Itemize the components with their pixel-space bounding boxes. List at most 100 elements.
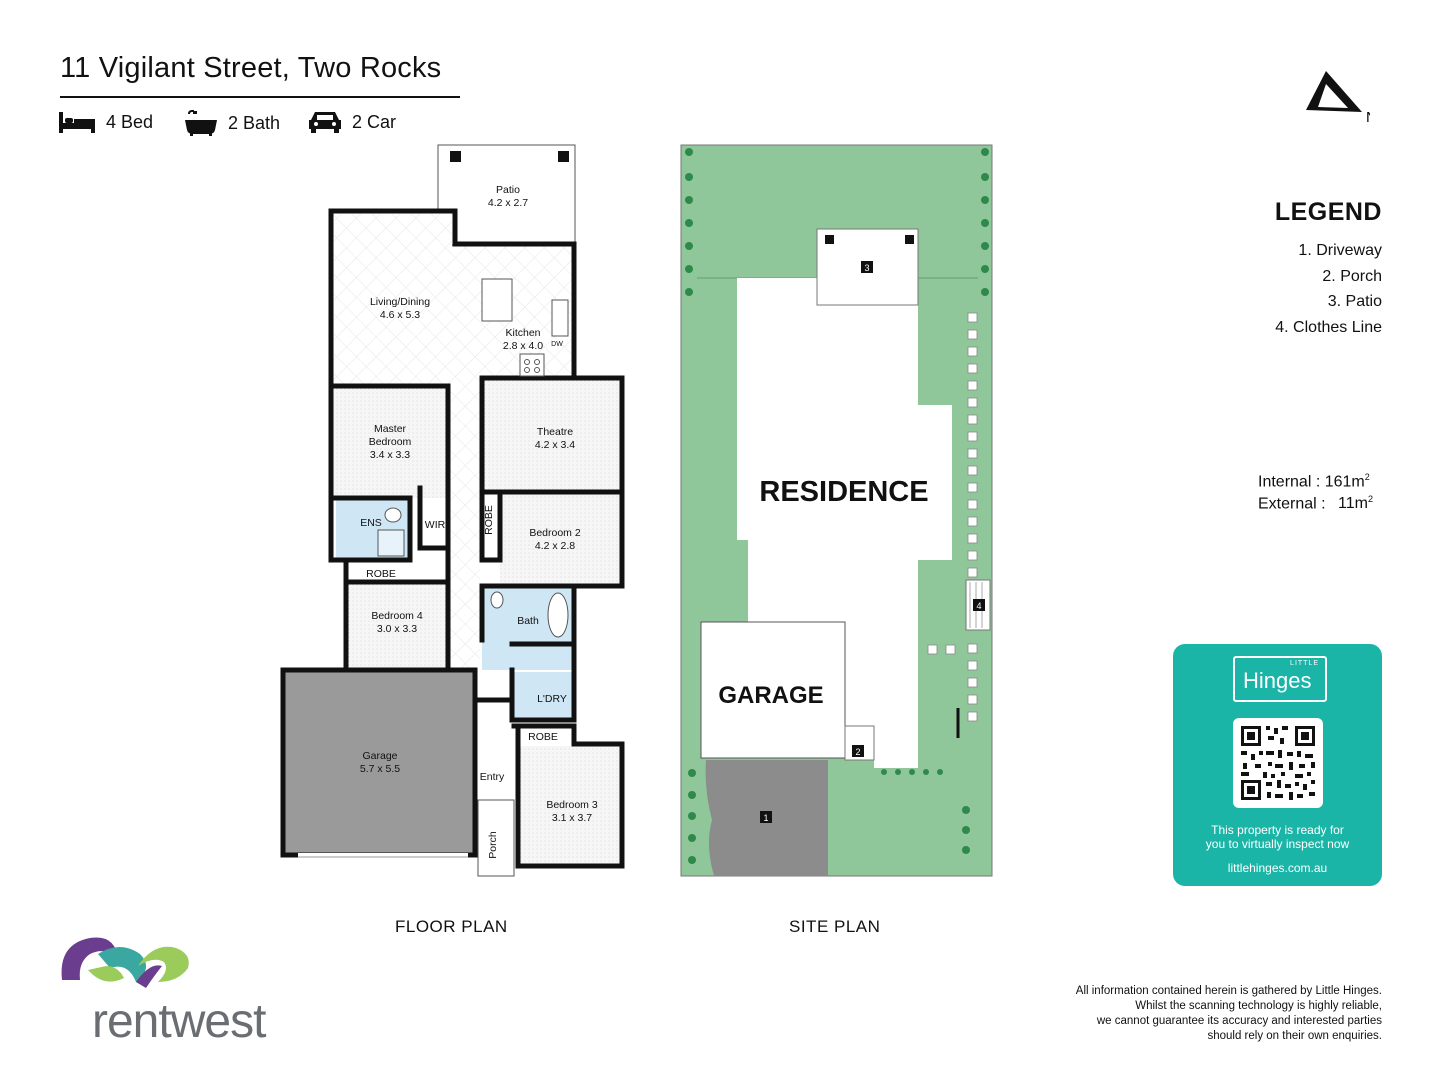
- floor-plan: Patio 4.2 x 2.7 Living/Dining 4.6 x 5.3 …: [280, 144, 625, 877]
- laundry-floor: [512, 672, 574, 720]
- rentwest-swirl-icon: [61, 937, 189, 988]
- legend-item-patio: 3. Patio: [1327, 293, 1382, 310]
- wall: [452, 241, 577, 381]
- wir-label: WIR: [425, 519, 446, 531]
- internal-area-label: Internal: [1258, 473, 1312, 491]
- marker-clothes-line-label: 4: [976, 601, 981, 611]
- marker-patio: [861, 261, 873, 273]
- title-divider: [60, 96, 460, 98]
- master-label-1: Master: [374, 423, 407, 435]
- feature-bathrooms: 2 Bath: [184, 110, 280, 136]
- bedroom4-size: 3.0 x 3.3: [377, 623, 417, 635]
- feature-car-label: 2 Car: [352, 111, 397, 132]
- rentwest-wordmark: rentwest: [92, 995, 266, 1048]
- rentwest-logo-mark: [58, 932, 193, 997]
- disclaimer-line1: All information contained herein is gath…: [1075, 985, 1382, 997]
- wall: [280, 667, 478, 858]
- virtual-tour-text-line2: you to virtually inspect now: [1205, 837, 1350, 851]
- dishwasher-label: DW: [551, 341, 563, 348]
- internal-area-unit: 2: [1364, 472, 1370, 482]
- virtual-tour-link[interactable]: littlehinges.com.au: [1227, 861, 1328, 875]
- compass-north-label: N: [1366, 109, 1370, 126]
- kitchen-label: Kitchen: [505, 327, 540, 339]
- patio-post: [905, 235, 914, 244]
- site-plan-caption: SITE PLAN: [789, 917, 881, 936]
- residence-label: RESIDENCE: [759, 476, 928, 508]
- feature-bed-label: 4 Bed: [106, 111, 154, 132]
- cooktop-burner: [524, 359, 530, 365]
- external-area-value: 11m: [1338, 495, 1368, 513]
- ensuite-label: ENS: [360, 517, 382, 529]
- master-size: 3.4 x 3.3: [370, 449, 410, 461]
- wall: [328, 383, 451, 673]
- virtual-tour-text: This property is ready for you to virtua…: [1173, 823, 1382, 851]
- robe-bed3-label: ROBE: [528, 731, 558, 743]
- kitchen-island: [481, 278, 513, 322]
- little-hinges-logo: LITTLE Hinges: [1233, 656, 1327, 702]
- bed-icon: [58, 110, 96, 134]
- little-hinges-logo-small: LITTLE: [1290, 660, 1319, 667]
- residence-footprint: [737, 278, 952, 768]
- living-size: 4.6 x 5.3: [380, 309, 420, 321]
- theatre-size: 4.2 x 3.4: [535, 439, 575, 451]
- external-area-unit: 2: [1367, 494, 1373, 504]
- bedroom4-label: Bedroom 4: [371, 610, 423, 622]
- site-garage: [700, 621, 846, 759]
- living-kitchen-floor: [331, 211, 574, 668]
- garage-site-label: GARAGE: [718, 682, 823, 709]
- bedroom2-label: Bedroom 2: [529, 527, 581, 539]
- site-stepping-stones: [927, 312, 978, 722]
- bedroom3-label: Bedroom 3: [546, 799, 598, 811]
- bedroom3-floor: [518, 746, 622, 866]
- disclaimer-line2: Whilst the scanning technology is highly…: [1135, 1000, 1382, 1012]
- disclaimer-line3: we cannot guarantee its accuracy and int…: [1096, 1015, 1382, 1027]
- ensuite-toilet: [384, 507, 402, 523]
- marker-patio-label: 3: [864, 263, 869, 273]
- master-label-2: Bedroom: [369, 436, 412, 448]
- qr-code[interactable]: [1233, 718, 1323, 808]
- internal-area: Internal : 161m2: [1258, 472, 1370, 491]
- site-plan: 1 2 3 4 RESIDENCE GARAGE: [680, 144, 993, 877]
- master-bedroom-floor: [333, 388, 448, 498]
- robe-bed4-label: ROBE: [366, 568, 396, 580]
- cooktop-burner: [534, 359, 540, 365]
- wall: [479, 489, 503, 563]
- external-area: External : 11m2: [1258, 494, 1373, 513]
- external-area-label: External :: [1258, 495, 1326, 513]
- wall: [328, 208, 458, 389]
- marker-porch-label: 2: [855, 747, 860, 757]
- disclaimer: All information contained herein is gath…: [1002, 984, 1382, 1044]
- legend-title: LEGEND: [1274, 198, 1382, 226]
- virtual-tour-card[interactable]: LITTLE Hinges This property is ready for…: [1173, 644, 1382, 886]
- bedroom2-size: 4.2 x 2.8: [535, 540, 575, 552]
- legend-item-clothes-line: 4. Clothes Line: [1275, 319, 1382, 336]
- laundry-label: L'DRY: [537, 693, 567, 705]
- bedroom4-floor: [348, 582, 448, 668]
- disclaimer-line4: should rely on their own enquiries.: [1207, 1030, 1382, 1042]
- virtual-tour-text-line1: This property is ready for: [1211, 823, 1344, 837]
- patio-post: [825, 235, 834, 244]
- feature-bath-label: 2 Bath: [228, 112, 281, 133]
- cooktop-burner: [534, 367, 540, 373]
- porch-label: Porch: [487, 831, 499, 859]
- wall: [479, 375, 625, 589]
- marker-driveway: [760, 811, 772, 823]
- site-hedges: [685, 148, 989, 864]
- robe-vertical-label: ROBE: [483, 505, 495, 535]
- feature-bedrooms: 4 Bed: [58, 110, 153, 134]
- cooktop-burner: [524, 367, 530, 373]
- bedroom2-floor: [500, 494, 622, 586]
- ensuite-shower: [377, 529, 405, 557]
- patio-post: [450, 151, 461, 162]
- legend-item-driveway: 1. Driveway: [1298, 242, 1382, 259]
- wall: [511, 723, 625, 869]
- little-hinges-logo-text: Hinges: [1243, 668, 1312, 693]
- patio-size: 4.2 x 2.7: [488, 197, 528, 209]
- garage-size: 5.7 x 5.5: [360, 763, 400, 775]
- legend-item-porch: 2. Porch: [1322, 268, 1382, 285]
- entry-label: Entry: [480, 771, 505, 783]
- patio-label: Patio: [496, 184, 520, 196]
- wall: [417, 485, 451, 551]
- floor-plan-caption: FLOOR PLAN: [395, 917, 508, 936]
- patio-post: [558, 151, 569, 162]
